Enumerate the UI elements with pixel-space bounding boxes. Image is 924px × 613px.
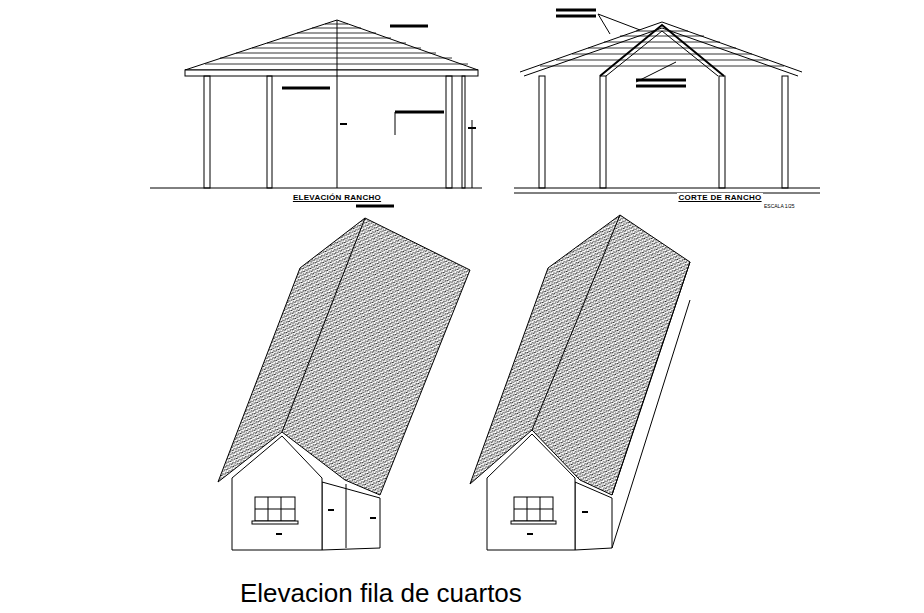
drawing-caption: Elevacion fila de cuartos [240,578,522,609]
rancho-section [514,10,820,193]
scale-note: ESCALA 1/25 [764,203,795,209]
rancho-elevation [150,20,482,206]
view-title: CORTE DE RANCHO [677,193,762,202]
view-title: ELEVACIÓN RANCHO [292,193,382,202]
house-right [470,215,690,550]
house-left [218,218,470,550]
